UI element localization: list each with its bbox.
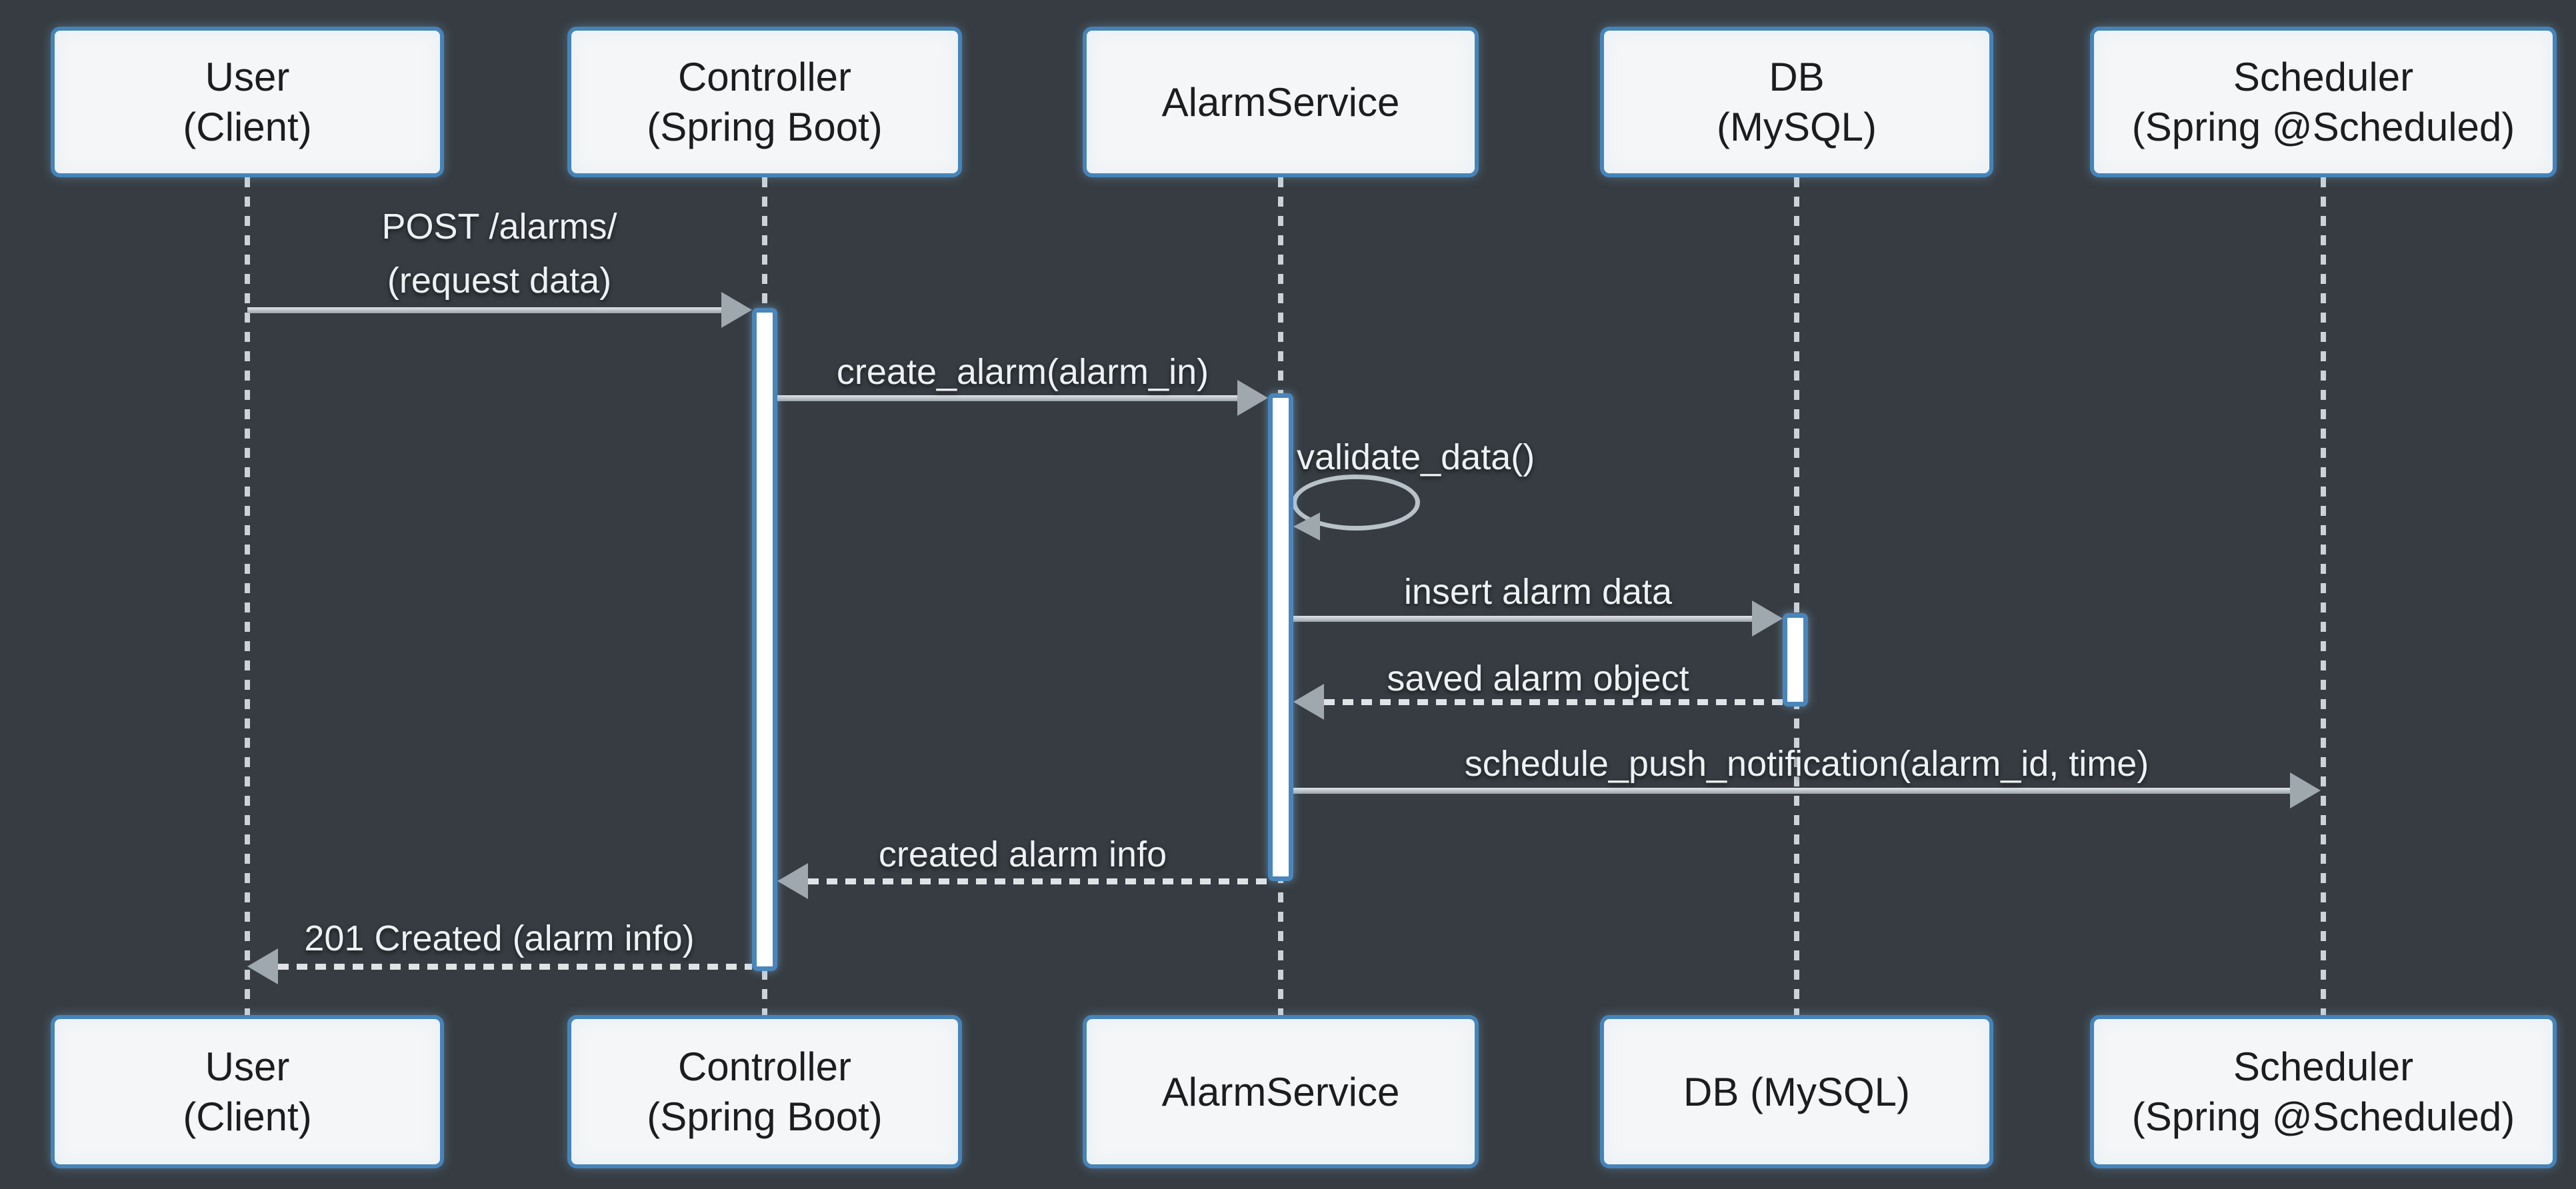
lifeline-scheduler — [2321, 177, 2326, 1015]
arrowhead-left-icon — [777, 863, 808, 899]
activation-bar-db — [1783, 613, 1808, 706]
self-call-loop — [1292, 475, 1420, 531]
arrowhead-right-icon — [1237, 380, 1268, 416]
actor-box-controller-top: Controller (Spring Boot) — [567, 27, 962, 177]
actor-box-alarmservice-bottom: AlarmService — [1083, 1015, 1479, 1168]
message-label-schedule-push-notification: schedule_push_notification(alarm_id, tim… — [1464, 744, 2149, 784]
self-call-arrowhead-icon — [1293, 513, 1320, 541]
actor-label-user-top: User (Client) — [183, 55, 312, 149]
actor-box-controller-bottom: Controller (Spring Boot) — [567, 1015, 962, 1168]
arrowhead-right-icon — [2290, 772, 2321, 808]
actor-box-scheduler-bottom: Scheduler (Spring @Scheduled) — [2090, 1015, 2557, 1168]
actor-label-controller-top: Controller (Spring Boot) — [647, 55, 883, 149]
lifeline-db — [1794, 177, 1799, 1015]
actor-box-user-top: User (Client) — [51, 27, 444, 177]
actor-label-alarmservice-bottom: AlarmService — [1161, 1069, 1400, 1114]
message-label-validate-data: validate_data() — [1297, 437, 1535, 477]
lifeline-user — [245, 177, 250, 1015]
arrowhead-right-icon — [1752, 600, 1783, 636]
actor-label-user-bottom: User (Client) — [183, 1044, 312, 1139]
actor-box-db-top: DB (MySQL) — [1600, 27, 1993, 177]
actor-box-alarmservice-top: AlarmService — [1083, 27, 1479, 177]
arrow-line — [777, 395, 1239, 401]
actor-label-db-bottom: DB (MySQL) — [1683, 1069, 1911, 1114]
arrowhead-left-icon — [247, 948, 278, 984]
message-label-post-alarms: POST /alarms/ (request data) — [381, 207, 617, 301]
activation-bar-controller — [752, 308, 777, 971]
arrow-line — [1293, 616, 1753, 622]
actor-label-db-top: DB (MySQL) — [1717, 55, 1877, 149]
actor-label-controller-bottom: Controller (Spring Boot) — [647, 1044, 883, 1139]
actor-label-scheduler-bottom: Scheduler (Spring @Scheduled) — [2131, 1044, 2515, 1139]
arrow-line — [1324, 699, 1785, 705]
arrowhead-left-icon — [1293, 684, 1324, 720]
message-label-201-created: 201 Created (alarm info) — [304, 918, 695, 958]
message-label-created-alarm-info: created alarm info — [878, 834, 1167, 874]
message-label-insert-alarm-data: insert alarm data — [1403, 572, 1673, 612]
message-label-saved-alarm-object: saved alarm object — [1387, 658, 1689, 698]
message-label-create-alarm: create_alarm(alarm_in) — [836, 352, 1209, 392]
actor-label-alarmservice-top: AlarmService — [1161, 79, 1400, 125]
actor-box-scheduler-top: Scheduler (Spring @Scheduled) — [2090, 27, 2557, 177]
actor-box-db-bottom: DB (MySQL) — [1600, 1015, 1993, 1168]
arrow-line — [808, 878, 1268, 884]
actor-box-user-bottom: User (Client) — [51, 1015, 444, 1168]
arrowhead-right-icon — [721, 292, 752, 328]
arrow-line — [247, 307, 723, 313]
activation-bar-alarmservice — [1268, 393, 1293, 881]
arrow-line — [278, 964, 752, 970]
arrow-line — [1293, 788, 2291, 794]
actor-label-scheduler-top: Scheduler (Spring @Scheduled) — [2131, 55, 2515, 149]
